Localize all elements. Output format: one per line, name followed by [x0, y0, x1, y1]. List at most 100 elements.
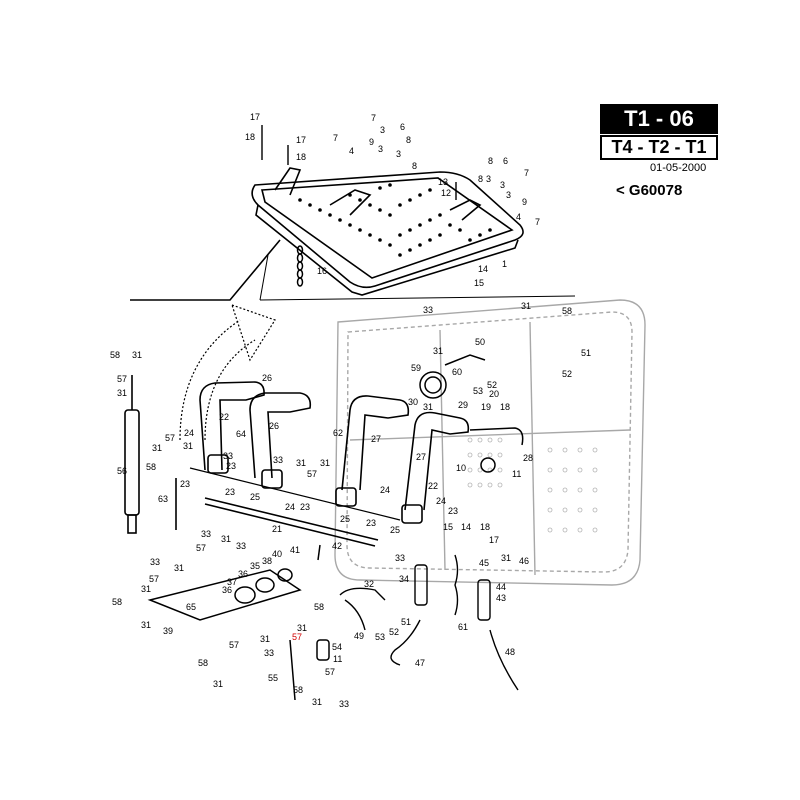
callout-59: 59 [411, 363, 421, 373]
callout-26: 26 [269, 421, 279, 431]
callout-14: 14 [478, 264, 488, 274]
callout-3: 3 [486, 174, 491, 184]
callout-4: 4 [516, 212, 521, 222]
callout-57: 57 [307, 469, 317, 479]
callout-31: 31 [433, 346, 443, 356]
callout-57: 57 [196, 543, 206, 553]
callout-48: 48 [505, 647, 515, 657]
callout-20: 20 [489, 389, 499, 399]
callout-22: 22 [428, 481, 438, 491]
callout-4: 4 [349, 146, 354, 156]
callout-18: 18 [296, 152, 306, 162]
callout-1: 1 [502, 259, 507, 269]
callout-57: 57 [165, 433, 175, 443]
callout-31: 31 [132, 350, 142, 360]
callout-50: 50 [475, 337, 485, 347]
callout-3: 3 [380, 125, 385, 135]
callout-31: 31 [141, 584, 151, 594]
callout-6: 6 [503, 156, 508, 166]
callout-53: 53 [473, 386, 483, 396]
callout-58: 58 [198, 658, 208, 668]
shaft [189, 467, 401, 547]
callout-26: 26 [262, 373, 272, 383]
callout-34: 34 [399, 574, 409, 584]
callout-33: 33 [150, 557, 160, 567]
diagram-code-primary: T1 - 06 [600, 104, 718, 134]
callout-47: 47 [415, 658, 425, 668]
callout-64: 64 [236, 429, 246, 439]
callout-3: 3 [506, 190, 511, 200]
callout-29: 29 [458, 400, 468, 410]
callout-42: 42 [332, 541, 342, 551]
callout-57: 57 [149, 574, 159, 584]
callout-40: 40 [272, 549, 282, 559]
springs-cables [339, 554, 519, 691]
callout-27: 27 [416, 452, 426, 462]
callout-37: 37 [227, 577, 237, 587]
callout-54: 54 [332, 642, 342, 652]
callout-31: 31 [501, 553, 511, 563]
revision-date: 01-05-2000 [650, 162, 707, 174]
callout-8: 8 [412, 161, 417, 171]
callout-17: 17 [489, 535, 499, 545]
callout-33: 33 [223, 451, 233, 461]
callout-31: 31 [521, 301, 531, 311]
callout-33: 33 [264, 648, 274, 658]
callout-25: 25 [340, 514, 350, 524]
callout-62: 62 [333, 428, 343, 438]
callout-11: 11 [512, 469, 521, 479]
callout-33: 33 [201, 529, 211, 539]
callout-52: 52 [389, 627, 399, 637]
callout-31: 31 [117, 388, 127, 398]
callout-13: 13 [438, 177, 448, 187]
callout-52: 52 [487, 380, 497, 390]
callout-36: 36 [222, 585, 232, 595]
callout-31: 31 [141, 620, 151, 630]
callout-23: 23 [225, 487, 235, 497]
callout-61: 61 [458, 622, 468, 632]
callout-58: 58 [110, 350, 120, 360]
callout-39: 39 [163, 626, 173, 636]
pedal-levers [199, 381, 470, 524]
callout-11: 11 [333, 654, 342, 664]
callout-24: 24 [380, 485, 390, 495]
callout-38: 38 [262, 556, 272, 566]
callout-8: 8 [488, 156, 493, 166]
callout-22: 22 [219, 412, 229, 422]
callout-7: 7 [524, 168, 529, 178]
callout-15: 15 [443, 522, 453, 532]
callout-8: 8 [478, 174, 483, 184]
callout-53: 53 [375, 632, 385, 642]
callout-60: 60 [452, 367, 462, 377]
callout-15: 15 [474, 278, 484, 288]
callout-33: 33 [395, 553, 405, 563]
callout-46: 46 [519, 556, 529, 566]
callout-24: 24 [184, 428, 194, 438]
top-frame-holes [298, 183, 492, 257]
callout-33: 33 [273, 455, 283, 465]
callout-31: 31 [213, 679, 223, 689]
callout-58: 58 [562, 306, 572, 316]
callout-16: 16 [317, 266, 327, 276]
callout-31: 31 [183, 441, 193, 451]
callout-33: 33 [339, 699, 349, 709]
diagram-code-models: T4 - T2 - T1 [600, 135, 718, 160]
callout-31: 31 [312, 697, 322, 707]
ghost-seat-frame [334, 299, 646, 586]
callout-43: 43 [496, 593, 506, 603]
dotted-arrow [179, 304, 276, 441]
callout-57: 57 [325, 667, 335, 677]
callout-6: 6 [400, 122, 405, 132]
callout-18: 18 [480, 522, 490, 532]
callout-44: 44 [496, 582, 506, 592]
callout-33: 33 [236, 541, 246, 551]
callout-18: 18 [500, 402, 510, 412]
callout-14: 14 [461, 522, 471, 532]
callout-21: 21 [272, 524, 282, 534]
callout-18: 18 [245, 132, 255, 142]
callout-35: 35 [250, 561, 260, 571]
callout-8: 8 [406, 135, 411, 145]
